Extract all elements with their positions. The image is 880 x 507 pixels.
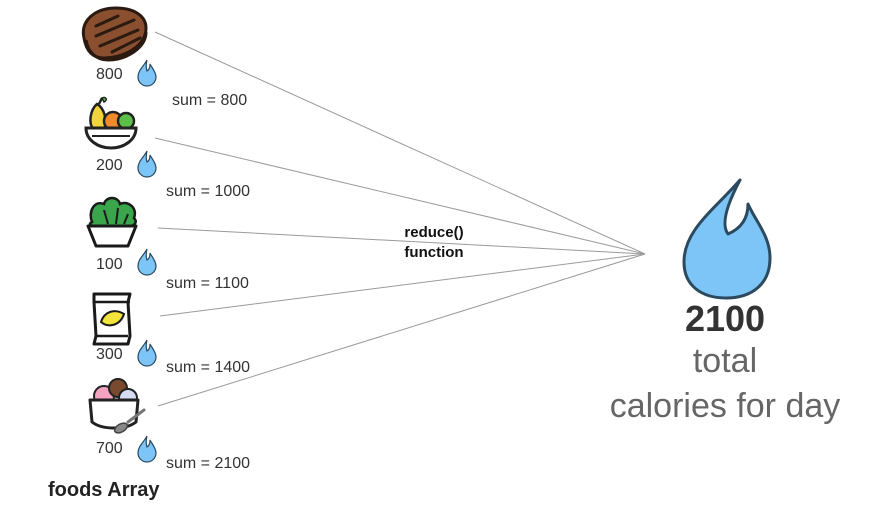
total-flame-icon bbox=[682, 178, 772, 300]
running-sum-4: sum = 1400 bbox=[166, 359, 251, 376]
running-sum-5: sum = 2100 bbox=[166, 455, 251, 472]
fruit-bowl-icon bbox=[84, 96, 138, 150]
salad-icon bbox=[86, 196, 138, 248]
calories-label: calories for day bbox=[609, 387, 841, 425]
connector-line-3 bbox=[157, 227, 646, 255]
connector-line-2 bbox=[154, 137, 646, 255]
flame-icon-2 bbox=[137, 150, 157, 178]
running-sum-3: sum = 1100 bbox=[166, 275, 249, 292]
connector-line-5 bbox=[157, 253, 646, 407]
function-label: reduce() function bbox=[384, 223, 484, 263]
running-sum-1: sum = 800 bbox=[172, 92, 248, 109]
function-label-line2: function bbox=[404, 244, 464, 261]
connector-lines bbox=[154, 31, 646, 407]
calorie-value-5: 700 bbox=[96, 440, 123, 457]
calorie-value-2: 200 bbox=[96, 157, 123, 174]
small-flame-icons bbox=[137, 59, 157, 463]
function-label-line1: reduce() bbox=[404, 224, 464, 241]
array-label: foods Array bbox=[48, 479, 160, 501]
steak-icon bbox=[81, 6, 148, 62]
flame-icon-1 bbox=[137, 59, 157, 87]
total-label: total bbox=[692, 342, 758, 380]
total-value: 2100 bbox=[684, 298, 766, 339]
flame-icon-5 bbox=[137, 435, 157, 463]
calorie-value-4: 300 bbox=[96, 346, 123, 363]
running-sum-2: sum = 1000 bbox=[166, 183, 251, 200]
flame-icon-4 bbox=[137, 339, 157, 367]
ice-cream-icon bbox=[88, 378, 146, 434]
flame-icon-3 bbox=[137, 248, 157, 276]
calorie-value-1: 800 bbox=[96, 66, 123, 83]
calorie-value-3: 100 bbox=[96, 256, 123, 273]
connector-line-4 bbox=[159, 253, 646, 317]
connector-line-1 bbox=[154, 31, 646, 255]
chips-icon bbox=[92, 292, 132, 346]
